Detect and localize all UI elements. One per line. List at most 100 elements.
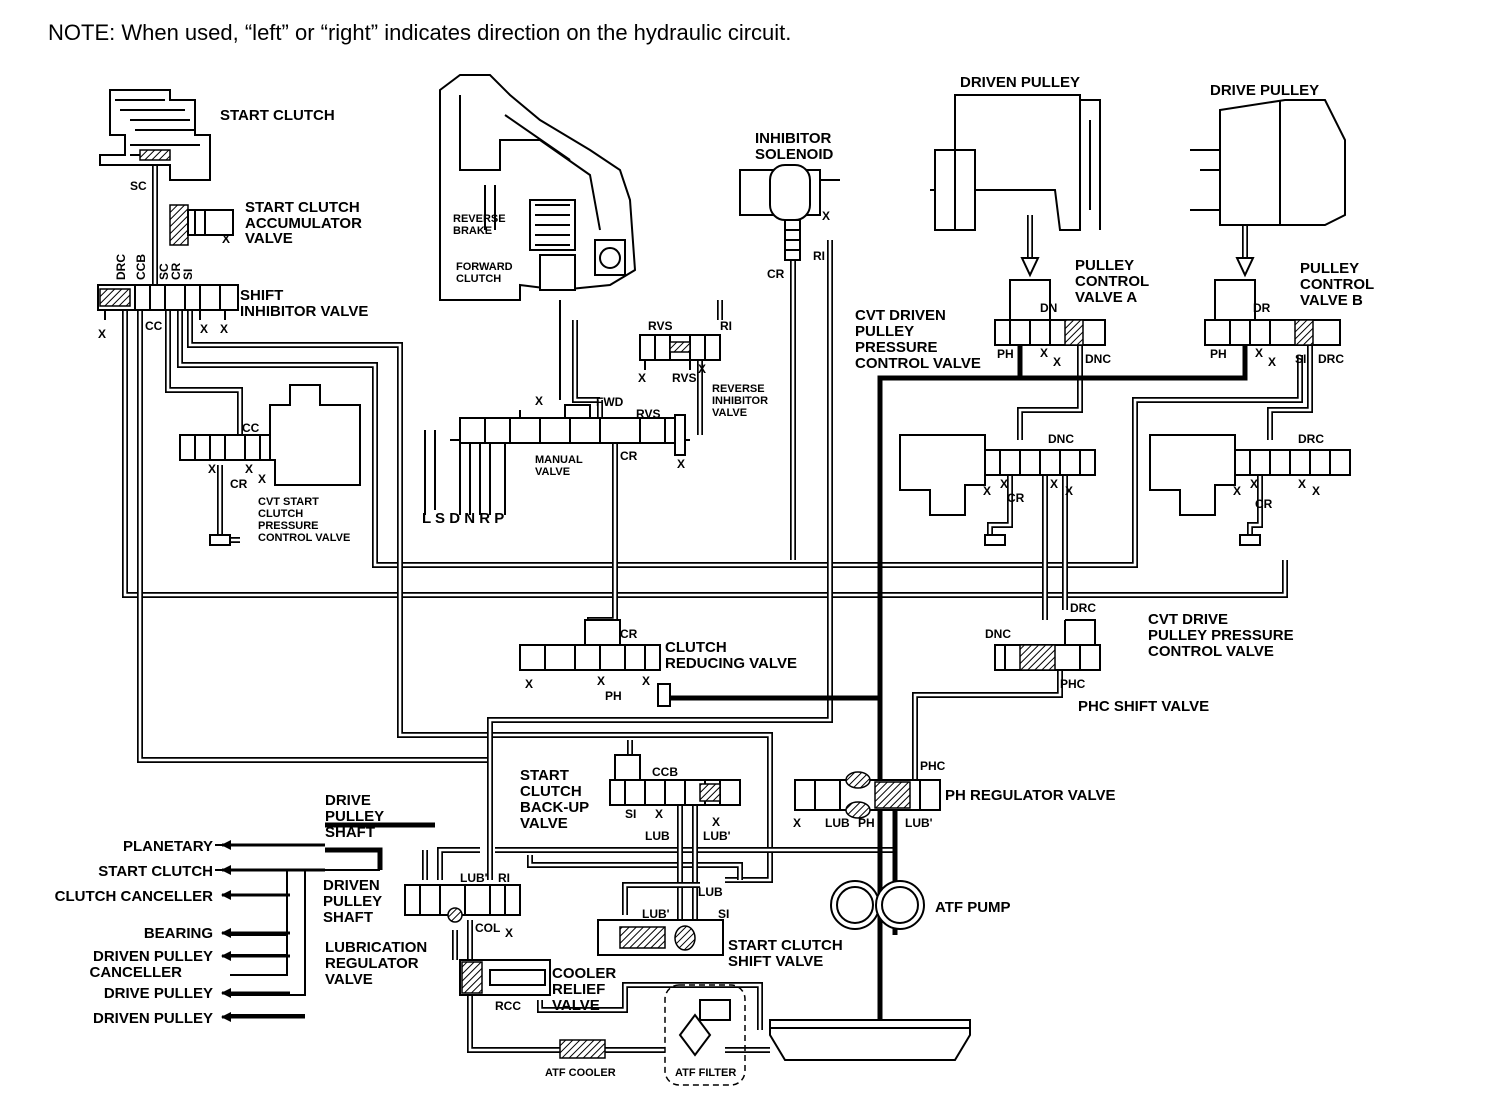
transmission-housing-drawing <box>439 74 637 301</box>
pulley-control-a-label-2: CONTROL <box>1075 273 1149 290</box>
output-start-clutch: START CLUTCH <box>98 863 213 880</box>
port-x-18: X <box>1000 477 1008 491</box>
port-x-3: X <box>220 322 228 336</box>
port-ccb-2: CCB <box>652 765 678 779</box>
reverse-inhibitor-valve-drawing <box>639 334 721 370</box>
phc-shift-valve-drawing <box>994 619 1101 671</box>
port-drc-3: DRC <box>1298 432 1324 446</box>
port-cr-7: CR <box>620 627 638 641</box>
start-clutch-back-up-label-3: BACK-UP <box>520 799 589 816</box>
output-driven-pulley-canceller-1: DRIVEN PULLEY <box>93 948 213 965</box>
cvt-driven-pressure-label-4: CONTROL VALVE <box>855 355 981 372</box>
atf-filter-drawing <box>664 984 746 1086</box>
reverse-inhibitor-label-2: INHIBITOR <box>712 395 768 407</box>
port-x-22: X <box>1250 477 1258 491</box>
port-x-4: X <box>222 232 230 246</box>
cooler-relief-label-3: VALVE <box>552 997 600 1014</box>
drive-pulley-label: DRIVE PULLEY <box>1210 82 1319 99</box>
start-clutch-shift-label-1: START CLUTCH <box>728 937 843 954</box>
port-lubp-3: LUB' <box>460 871 488 885</box>
lubrication-regulator-label-2: REGULATOR <box>325 955 419 972</box>
reverse-brake-label-1: REVERSE <box>453 213 506 225</box>
port-cr-5: CR <box>1007 491 1025 505</box>
shift-inhibitor-valve-drawing <box>97 284 239 320</box>
cvt-drive-pressure-control-valve-drawing <box>1149 434 1351 546</box>
port-dnc-3: DNC <box>985 627 1011 641</box>
port-phc-2: PHC <box>920 759 946 773</box>
reverse-brake-label-2: BRAKE <box>453 225 492 237</box>
driven-pulley-shaft-label-1: DRIVEN <box>323 877 380 894</box>
cvt-driven-pressure-control-valve-drawing <box>899 434 1096 546</box>
port-lubp-4: LUB' <box>642 907 670 921</box>
port-rvs: RVS <box>648 319 672 333</box>
port-x-8: X <box>638 371 646 385</box>
port-cr-6: CR <box>1255 497 1273 511</box>
inhibitor-solenoid-drawing <box>739 164 821 261</box>
lubrication-regulator-label-3: VALVE <box>325 971 373 988</box>
port-dr: DR <box>1253 301 1271 315</box>
port-x-28: X <box>655 807 663 821</box>
pulley-control-b-label-2: CONTROL <box>1300 276 1374 293</box>
clutch-reducing-valve-drawing <box>519 619 671 707</box>
lubrication-regulator-valve-drawing <box>404 884 521 923</box>
pulley-control-valve-a-drawing <box>994 257 1106 346</box>
port-lub-2: LUB <box>825 816 850 830</box>
drive-pulley-shaft-label-1: DRIVE <box>325 792 371 809</box>
driven-pulley-drawing <box>930 94 1101 231</box>
output-drive-pulley: DRIVE PULLEY <box>104 985 213 1002</box>
start-clutch-back-up-label-2: CLUTCH <box>520 783 582 800</box>
output-labels: PLANETARY START CLUTCH CLUTCH CANCELLER … <box>55 838 213 1027</box>
driven-pulley-shaft-label-3: SHAFT <box>323 909 373 926</box>
port-ri: RI <box>720 319 732 333</box>
port-phc: PHC <box>1060 677 1086 691</box>
port-lub: LUB <box>645 829 670 843</box>
port-x-20: X <box>1065 484 1073 498</box>
drive-pulley-shaft-label-2: PULLEY <box>325 808 384 825</box>
port-ri-2: RI <box>813 249 825 263</box>
port-x-10: X <box>535 394 543 408</box>
phc-shift-valve-label: PHC SHIFT VALVE <box>1078 698 1209 715</box>
port-x-9: X <box>698 362 706 376</box>
port-x-5: X <box>208 462 216 476</box>
start-clutch-accumulator-label-3: VALVE <box>245 230 293 247</box>
atf-reservoir-drawing <box>769 1019 971 1061</box>
reverse-inhibitor-label-3: VALVE <box>712 407 747 419</box>
manual-valve-label-1: MANUAL <box>535 454 583 466</box>
port-ph-2: PH <box>1210 347 1227 361</box>
cvt-start-clutch-label-4: CONTROL VALVE <box>258 532 350 544</box>
port-si-4: SI <box>718 907 729 921</box>
cvt-start-clutch-label-2: CLUTCH <box>258 508 303 520</box>
start-clutch-back-up-valve-drawing <box>609 754 741 806</box>
port-lubp-2: LUB' <box>905 816 933 830</box>
port-x-24: X <box>1312 484 1320 498</box>
port-rcc: RCC <box>495 999 521 1013</box>
atf-pump-drawing <box>830 880 925 930</box>
start-clutch-accumulator-label-1: START CLUTCH <box>245 199 360 216</box>
output-driven-pulley-canceller-2: CANCELLER <box>90 964 183 981</box>
start-clutch-label: START CLUTCH <box>220 107 335 124</box>
cvt-drive-pressure-label-2: PULLEY PRESSURE <box>1148 627 1294 644</box>
inhibitor-solenoid-label-1: INHIBITOR <box>755 130 832 147</box>
reverse-inhibitor-label-1: REVERSE <box>712 383 765 395</box>
port-cr-3: CR <box>620 449 638 463</box>
port-drc: DRC <box>114 254 128 280</box>
port-dnc-2: DNC <box>1048 432 1074 446</box>
port-x-1: X <box>98 327 106 341</box>
port-x-27: X <box>642 674 650 688</box>
pulley-control-a-label-3: VALVE A <box>1075 289 1137 306</box>
pulley-control-b-label-1: PULLEY <box>1300 260 1359 277</box>
port-x-17: X <box>983 484 991 498</box>
port-ph-4: PH <box>858 816 875 830</box>
cvt-drive-pressure-label-3: CONTROL VALVE <box>1148 643 1274 660</box>
ph-regulator-valve-label: PH REGULATOR VALVE <box>945 787 1116 804</box>
port-x-2: X <box>200 322 208 336</box>
port-drc-4: DRC <box>1070 601 1096 615</box>
port-x-30: X <box>793 816 801 830</box>
port-ph: PH <box>997 347 1014 361</box>
port-si: SI <box>181 269 195 280</box>
cvt-start-clutch-label-3: PRESSURE <box>258 520 319 532</box>
drive-pulley-shaft-label-3: SHAFT <box>325 824 375 841</box>
start-clutch-accumulator-drawing <box>169 204 234 246</box>
port-col: COL <box>475 921 500 935</box>
port-ccb: CCB <box>134 254 148 280</box>
